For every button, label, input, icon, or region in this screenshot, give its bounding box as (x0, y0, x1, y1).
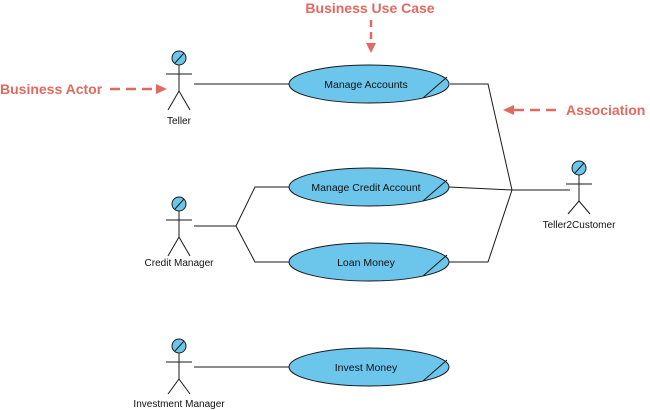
arrow-left-icon (503, 105, 514, 115)
callout-label: Business Use Case (305, 0, 434, 16)
associations (194, 83, 570, 368)
actor-teller2customer[interactable]: Teller2Customer (543, 160, 616, 231)
callout-association: Association (503, 102, 645, 118)
use-case-label: Manage Accounts (324, 79, 407, 91)
actor-credit-manager[interactable]: Credit Manager (145, 196, 215, 269)
association-credit-manager-manage-credit (235, 186, 290, 227)
callout-label: Association (566, 102, 645, 118)
business-actor-icon (166, 196, 192, 257)
use-case-invest-money[interactable]: Invest Money (288, 347, 450, 387)
actor-label: Teller (167, 116, 192, 127)
callout-label: Business Actor (0, 81, 103, 97)
use-case-loan-money[interactable]: Loan Money (288, 242, 450, 282)
business-actor-icon (566, 160, 592, 215)
arrow-right-icon (156, 84, 167, 94)
use-case-label: Invest Money (335, 362, 398, 374)
association-teller2customer-manage-credit (448, 186, 513, 191)
callout-business-actor: Business Actor (0, 81, 167, 97)
actor-label: Teller2Customer (543, 220, 616, 231)
actor-label: Credit Manager (145, 258, 215, 269)
business-actor-icon (166, 338, 192, 395)
actor-investment-manager[interactable]: Investment Manager (133, 338, 225, 410)
arrow-down-icon (366, 43, 376, 53)
use-case-label: Manage Credit Account (311, 182, 420, 194)
association-teller2customer-manage-accounts (450, 83, 513, 191)
business-actor-icon (166, 50, 192, 111)
callout-business-use-case: Business Use Case (305, 0, 435, 53)
actor-label: Investment Manager (133, 399, 225, 410)
use-case-manage-accounts[interactable]: Manage Accounts (288, 64, 450, 104)
association-credit-manager-loan-money (235, 225, 290, 263)
use-case-manage-credit-account[interactable]: Manage Credit Account (288, 167, 450, 207)
use-case-label: Loan Money (337, 257, 396, 269)
association-teller2customer-loan-money (449, 189, 513, 263)
actor-teller[interactable]: Teller (166, 50, 192, 127)
